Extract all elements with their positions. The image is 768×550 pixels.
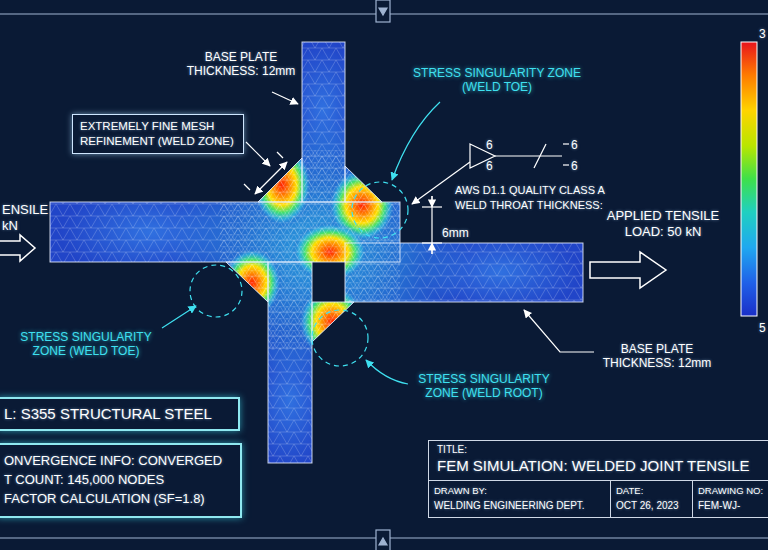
box-text: TITLE: — [437, 444, 763, 457]
box-text-line: T COUNT: 145,000 NODES — [4, 471, 234, 490]
callout-box: EXTREMELY FINE MESH REFINEMENT (WELD ZON… — [72, 114, 244, 154]
title-cell: DRAWING NO:FEM-WJ- — [692, 480, 768, 518]
box-text-line: FACTOR CALCULATION (SF=1.8) — [4, 490, 234, 509]
analysis-info-box: ONVERGENCE INFO: CONVERGEDT COUNT: 145,0… — [0, 443, 242, 518]
weld-size: 6 — [571, 138, 578, 152]
material-box: L: S355 STRUCTURAL STEEL — [0, 397, 240, 431]
scale-value: 5 — [759, 321, 766, 335]
dimension-label: BASE PLATE THICKNESS: 12mm — [598, 342, 716, 371]
box-text: L: S355 STRUCTURAL STEEL — [4, 405, 232, 423]
weld-size: 6 — [486, 138, 493, 152]
title-cell: TITLE:FEM SIMULATION: WELDED JOINT TENSI… — [428, 440, 768, 481]
callout-label: STRESS SINGULARITY ZONE (WELD TOE) — [6, 330, 166, 359]
weld-note: AWS D1.1 QUALITY CLASS A — [455, 184, 605, 197]
load-label: APPLIED TENSILE LOAD: 50 kN — [588, 208, 738, 239]
box-text-line: OCT 26, 2023 — [616, 498, 687, 513]
weld-size: 6 — [571, 159, 578, 173]
weld-note: WELD THROAT THICKNESS: — [455, 199, 603, 212]
dimension-label: BASE PLATE THICKNESS: 12mm — [182, 50, 300, 79]
dimension-label: 6mm — [442, 226, 469, 240]
box-text-line: WELDING ENGINEERING DEPT. — [434, 498, 605, 513]
scale-value: 3 — [759, 27, 766, 41]
load-label: kN — [2, 218, 18, 234]
leader-lines — [0, 92, 666, 384]
title-cell: DATE:OCT 26, 2023 — [610, 480, 693, 518]
box-text-line: FEM SIMULATION: WELDED JOINT TENSILE — [437, 457, 763, 476]
box-text: DATE: — [616, 484, 687, 498]
load-label: ENSILE — [2, 202, 48, 218]
color-scale-bar — [741, 42, 757, 316]
box-text: EXTREMELY FINE MESH REFINEMENT (WELD ZON… — [80, 119, 236, 149]
box-text-line: FEM-WJ- — [698, 498, 766, 513]
box-text: ONVERGENCE INFO: CONVERGED — [4, 452, 234, 471]
callout-label: STRESS SINGULARITY ZONE (WELD ROOT) — [404, 372, 564, 401]
weld-size: 6 — [486, 159, 493, 173]
title-cell: DRAWN BY:WELDING ENGINEERING DEPT. — [428, 480, 611, 518]
box-text: DRAWING NO: — [698, 484, 766, 498]
callout-label: STRESS SINGULARITY ZONE (WELD TOE) — [402, 66, 592, 95]
box-text: DRAWN BY: — [434, 484, 605, 498]
